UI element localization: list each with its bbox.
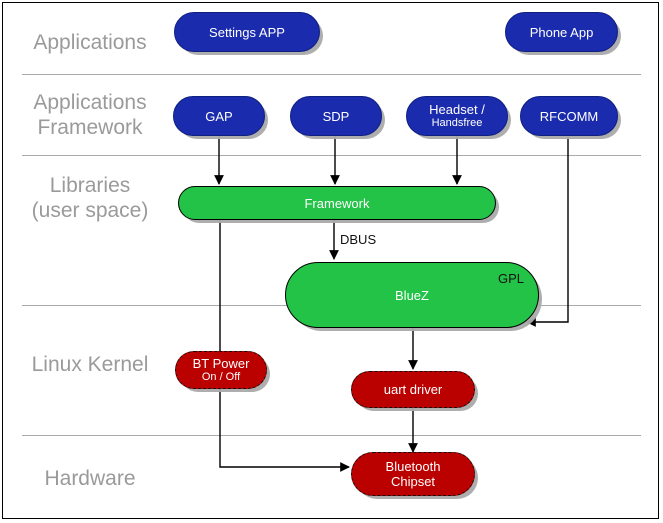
node-label: Bluetooth — [385, 459, 441, 474]
layer-label-libraries: Libraries (user space) — [31, 174, 149, 222]
node-label: BT Power — [192, 356, 250, 371]
node-label: SDP — [322, 108, 350, 124]
node-settings-app[interactable]: Settings APP — [174, 12, 320, 52]
node-rfcomm[interactable]: RFCOMM — [520, 96, 618, 136]
node-sublabel: Chipset — [390, 474, 436, 489]
node-sublabel: Handsfree — [431, 117, 483, 129]
node-label: Phone App — [529, 24, 594, 40]
node-label: Settings APP — [209, 24, 285, 40]
node-gap[interactable]: GAP — [173, 96, 265, 136]
node-bluetooth-chipset[interactable]: Bluetooth Chipset — [351, 452, 475, 496]
node-label: Headset / — [429, 102, 485, 117]
divider-linux-kernel — [22, 435, 641, 436]
divider-applications — [22, 74, 641, 75]
node-bluez[interactable]: GPL BlueZ — [285, 262, 539, 328]
node-label: Framework — [304, 195, 370, 211]
layer-label-hardware: Hardware — [44, 467, 136, 490]
node-sdp[interactable]: SDP — [290, 96, 382, 136]
node-bt-power[interactable]: BT Power On / Off — [175, 351, 267, 389]
layer-label-applications: Applications — [33, 31, 147, 54]
node-label: BlueZ — [395, 287, 429, 303]
license-badge-gpl: GPL — [497, 271, 524, 286]
edge-label-dbus: DBUS — [340, 232, 377, 247]
layer-label-applications-framework: Applications Framework — [33, 91, 147, 139]
node-headset-handsfree[interactable]: Headset / Handsfree — [406, 96, 508, 136]
node-label: RFCOMM — [539, 108, 599, 124]
node-phone-app[interactable]: Phone App — [505, 12, 618, 52]
diagram-frame — [2, 2, 659, 519]
node-label: GAP — [205, 108, 233, 124]
node-framework[interactable]: Framework — [178, 186, 496, 220]
node-uart-driver[interactable]: uart driver — [351, 371, 475, 408]
divider-applications-framework — [22, 155, 641, 156]
layer-label-linux-kernel: Linux Kernel — [31, 353, 149, 376]
node-sublabel: On / Off — [201, 371, 241, 383]
node-label: uart driver — [383, 382, 443, 397]
